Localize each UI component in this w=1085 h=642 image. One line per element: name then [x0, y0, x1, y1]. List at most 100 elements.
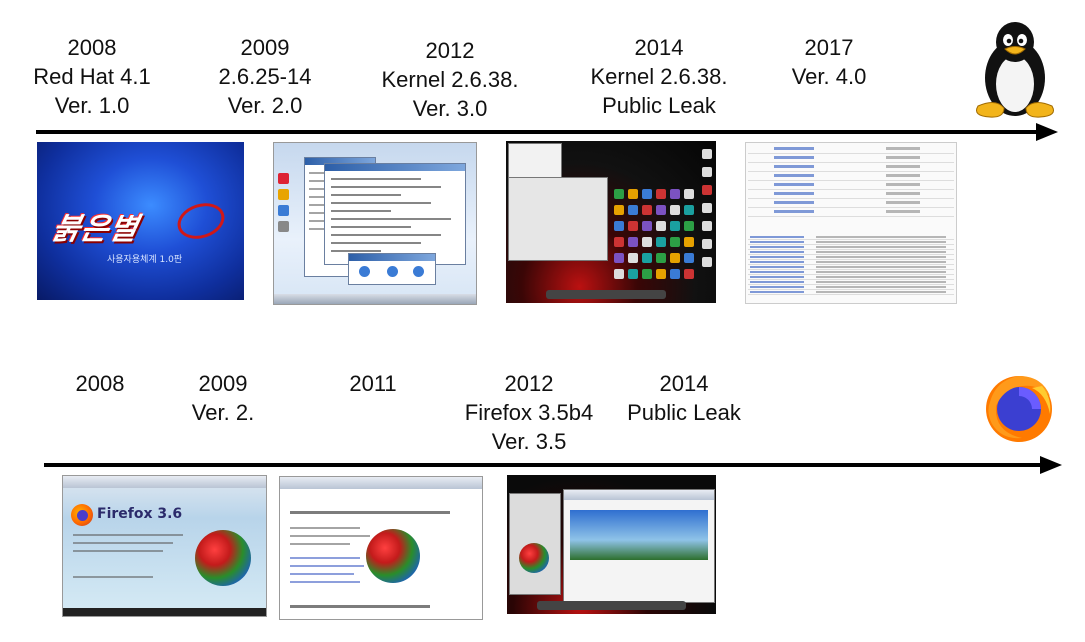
table-cell: [816, 256, 946, 258]
app-icon: [628, 221, 638, 231]
table-row: [748, 162, 954, 163]
app-icon: [656, 269, 666, 279]
table-row: [748, 284, 954, 285]
app-icon: [670, 205, 680, 215]
table-row: [748, 274, 954, 275]
table-row: [748, 239, 954, 240]
milestone-year: 2009: [240, 35, 290, 60]
table-cell: [816, 276, 946, 278]
table-cell: [886, 210, 920, 213]
table-row: [748, 269, 954, 270]
app-icon: [702, 239, 712, 249]
milestone-version: Public Leak: [602, 93, 716, 118]
dark-desktop-screenshot: [506, 141, 716, 303]
table-cell: [816, 241, 946, 243]
milestone-year: 2009: [198, 371, 248, 396]
firefox-version-text: Firefox 3.6: [97, 506, 183, 522]
milestone-detail: 2.6.25-14: [218, 64, 312, 89]
milestone-year: 2017: [804, 35, 854, 60]
app-icon: [670, 221, 680, 231]
table-cell: [886, 192, 920, 195]
app-icon: [614, 189, 624, 199]
tux-penguin-icon: [976, 22, 1054, 118]
app-icon: [628, 237, 638, 247]
linux-timeline-arrow: [36, 123, 1058, 141]
app-icon: [656, 221, 666, 231]
table-cell: [750, 246, 804, 248]
desktop-icon: [278, 205, 289, 216]
table-cell: [750, 286, 804, 288]
splash-subtitle: 사용자용체계 1.0판: [107, 255, 183, 265]
app-icon: [642, 253, 652, 263]
milestone-year: 2008: [67, 35, 117, 60]
table-cell: [774, 174, 814, 177]
settings-window: [508, 177, 608, 261]
table-row: [748, 153, 954, 154]
table-cell: [886, 147, 920, 150]
table-cell: [774, 210, 814, 213]
milestone-year: 2012: [425, 38, 475, 63]
milestone-detail: Red Hat 4.1: [33, 64, 151, 89]
milestone-detail: Kernel 2.6.38.: [590, 64, 728, 89]
app-icon: [614, 253, 624, 263]
app-icon: [702, 167, 712, 177]
table-cell: [816, 251, 946, 253]
desktop-icon: [278, 173, 289, 184]
app-icon: [702, 203, 712, 213]
table-row: [748, 289, 954, 290]
milestone-year: 2011: [349, 371, 397, 396]
milestone-year: 2008: [75, 371, 125, 396]
milestone-version: Ver. 2.: [191, 400, 255, 425]
redstar-documentation-screenshot: [279, 476, 483, 620]
browser-toolbar: [63, 476, 266, 488]
app-icon: [642, 189, 652, 199]
firefox-timeline-arrow: [44, 456, 1062, 474]
table-cell: [750, 251, 804, 253]
dock-bar: [546, 290, 666, 299]
table-row: [748, 244, 954, 245]
table-cell: [886, 201, 920, 204]
app-icon: [670, 189, 680, 199]
milestone-version: Ver. 2.0: [227, 93, 303, 118]
table-cell: [750, 266, 804, 268]
terminal-window: [508, 143, 562, 179]
desktop-icon: [278, 221, 289, 232]
app-icon: [684, 237, 694, 247]
app-icon: [670, 253, 680, 263]
firefox-milestone-2014: 2014 Public Leak: [614, 369, 754, 427]
firefox-milestone-2012: 2012 Firefox 3.5b4 Ver. 3.5: [454, 369, 604, 456]
table-row: [748, 171, 954, 172]
table-cell: [774, 156, 814, 159]
app-icon: [702, 149, 712, 159]
linux-milestone-2009: 2009 2.6.25-14 Ver. 2.0: [195, 33, 335, 120]
table-cell: [750, 271, 804, 273]
milestone-year: 2014: [634, 35, 684, 60]
milestone-detail: Kernel 2.6.38.: [381, 67, 519, 92]
app-icon: [656, 189, 666, 199]
firefox-logo-icon: [986, 376, 1052, 442]
redstar-orb-image: [366, 529, 420, 583]
app-icon: [702, 221, 712, 231]
milestone-version: Ver. 4.0: [791, 64, 867, 89]
app-icon: [628, 253, 638, 263]
table-row: [748, 207, 954, 208]
app-icon: [684, 253, 694, 263]
dialog-window: [348, 253, 436, 285]
table-cell: [816, 291, 946, 293]
firefox-logo-icon: [71, 504, 93, 526]
firefox-milestone-2008: 2008: [50, 369, 150, 398]
milestone-detail: Firefox 3.5b4: [464, 400, 594, 425]
table-cell: [886, 165, 920, 168]
app-icon: [614, 221, 624, 231]
table-cell: [774, 165, 814, 168]
table-row: [748, 279, 954, 280]
firefox-milestone-2009: 2009 Ver. 2.: [168, 369, 278, 427]
whois-record-screenshot: [745, 142, 957, 304]
table-cell: [750, 236, 804, 238]
taskbar: [274, 294, 476, 304]
table-cell: [750, 291, 804, 293]
table-row: [748, 259, 954, 260]
table-cell: [750, 241, 804, 243]
milestone-version: Ver. 3.5: [491, 429, 567, 454]
terminal-window: [324, 163, 466, 265]
